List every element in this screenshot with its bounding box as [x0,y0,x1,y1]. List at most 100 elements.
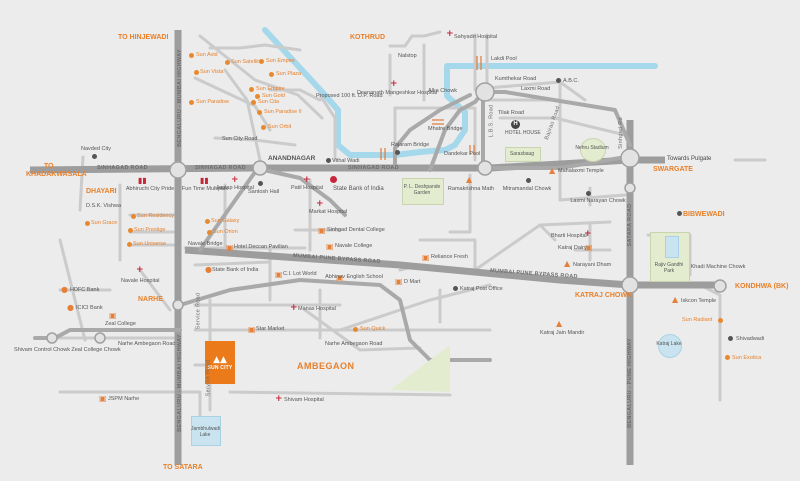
place-sun-empire-2[interactable]: Sun Empire [256,86,285,92]
rajiv-gandhi-park-label: Rajiv Gandhi Park [654,262,684,274]
place-sun-gold[interactable]: Sun Gold [262,93,285,99]
place-sun-residency[interactable]: Sun Residency [137,213,174,219]
temple-narayani-icon: ▲ [564,259,571,268]
place-patil: Patil Hospital [290,185,324,191]
place-sun-galaxy[interactable]: Sun Galaxy [211,218,240,224]
place-sun-vista[interactable]: Sun Vista [200,69,224,75]
place-sun-orion[interactable]: Sun Orion [213,229,238,235]
sarasbaug-box [505,147,541,162]
hdfc-icon: ● [61,285,68,294]
area-narhe: NARHE [138,296,163,303]
ci-lot-icon: ▣ [275,270,283,279]
place-star-market: Star Market [256,326,285,332]
place-vithal-wadi: Vithal Wadi [332,158,360,164]
place-mhatre-bridge: Mhatre Bridge [428,126,463,132]
place-nalstop: Nalstop [398,53,417,59]
place-dmart: D Mart [404,279,421,285]
hotel-marker-icon: H [511,120,520,129]
hospital-deenanath-icon: + [390,79,398,89]
area-kondhwa: KONDHWA (BK) [735,283,789,290]
hospital-patil-icon: + [303,175,311,185]
katraj-post-dot [453,286,458,291]
place-sun-satellite[interactable]: Sun Satellite [231,59,262,65]
place-sun-orbit[interactable]: Sun Orbit [268,124,292,130]
temple-ramakrishna-icon: ▲ [466,175,473,184]
place-sun-paradise[interactable]: Sun Paradise [196,99,230,105]
place-zeal-chowk: Zeal College Chowk [71,347,121,353]
sinhagad-road-label-3: SINHAGAD ROAD [348,165,399,171]
dir-pulgate: Towards Pulgate [667,156,712,162]
place-hdfc: HDFC Bank [70,287,100,293]
temple-iskcon-icon: ▲ [672,295,679,304]
place-narayani: Narayani Dham [573,262,612,268]
sun-exotica-dot [725,355,730,360]
sun-galaxy-dot [205,219,210,224]
place-laxmi-narayan: Laxmi Narayan Chowk [570,198,626,204]
multiplex-icon: ▮▮ [200,176,209,185]
place-katraj-post: Katraj Post Office [460,286,503,292]
place-reliance: Reliance Fresh [431,254,468,260]
hospital-shivam-icon: + [275,394,283,404]
sun-orbit-dot [261,125,266,130]
dmart-icon: ▣ [395,277,403,286]
place-katraj-jain: Katraj Jain Mandir [540,330,585,336]
narhe-ambegaon-road-label-2: Narhe Ambegaon Road [325,341,383,347]
minor-roads [48,30,767,422]
place-sun-quick[interactable]: Sun Quick [360,326,386,332]
place-sun-cita[interactable]: Sun Cita [258,99,280,105]
place-sun-paradise-2[interactable]: Sun Paradise II [264,109,302,115]
nehru-stadium-box [580,138,606,162]
place-fun-time: Fun Time Multiplex [181,186,229,192]
reliance-icon: ▣ [422,253,430,262]
sun-cita-dot [251,100,256,105]
star-market-icon: ▣ [248,325,256,334]
place-sun-exotica[interactable]: Sun Exotica [732,355,762,361]
place-mahalaxmi: Mahalaxmi Temple [558,168,604,174]
place-alka-chowk: Alka Chowk [428,88,458,94]
jspm-icon: ▣ [99,394,107,403]
place-deenanath: Deenanath Mangeshkar Hospital [356,90,438,96]
area-bibwewadi: BIBWEWADI [683,211,725,218]
place-dandekar-pool: Dandekar Pool [444,151,481,157]
place-sun-grace[interactable]: Sun Grace [91,220,118,226]
area-dhayari: DHAYARI [86,188,117,195]
place-manas-hospital: Manas Hospital [298,306,336,312]
area-swargate: SWARGATE [653,166,693,173]
river [262,27,658,158]
place-sun-radiant[interactable]: Sun Radiant [682,317,713,323]
sun-orion-dot [207,230,212,235]
place-navded-city: Navded City [81,146,111,152]
hospital-navale-icon: + [136,265,144,275]
place-hotel-house: HOTEL HOUSE [505,130,541,136]
park-lake [665,236,679,258]
place-katraj-dairy: Katraj Dairy [558,245,587,251]
place-navale-hospital: Navale Hospital [121,278,160,284]
place-mitramandal: Mitramandal Chowk [502,186,552,192]
dir-khadakwasala-2: KHADAKWASALA [26,171,87,178]
place-sun-avid[interactable]: Sun Avid [196,52,218,58]
place-sun-empire[interactable]: Sun Empire [266,58,295,64]
sinhgad-rd-label: Sinhgad Rd [617,117,624,149]
place-khadi-machine: Khadi Machine Chowk [690,264,746,270]
place-abhiruchi: Abhiruchi City Pride [125,186,175,192]
place-sun-plaza[interactable]: Sun Plaza [276,71,302,77]
satara-road-label: SATARA ROAD [627,203,633,247]
laxmi-narayan-dot [586,191,591,196]
place-bharti: Bharti Hospital [551,233,587,239]
bank-icon [330,176,337,183]
school-icon: ▣ [336,273,344,282]
green-patch [390,345,450,392]
sun-city-project-marker[interactable]: ▲▲ SUN CITY [205,341,235,384]
place-sun-prestige[interactable]: Sun Prestige [134,227,166,233]
icici-icon: ● [67,303,74,312]
place-sun-universe[interactable]: Sun Universe [133,241,167,247]
rajaram-bridge-dot [395,150,400,155]
highway-west-label: BENGALURU - MUMBAI HIGHWAY [177,49,183,147]
area-anandnagar: ANANDNAGAR [268,155,316,162]
junctions [46,82,727,344]
place-rajaram-bridge: Rajaram Bridge [391,142,430,148]
sun-gold-dot [255,94,260,99]
hospital-jagtap-icon: + [231,175,239,185]
sun-empire-dot [259,59,264,64]
